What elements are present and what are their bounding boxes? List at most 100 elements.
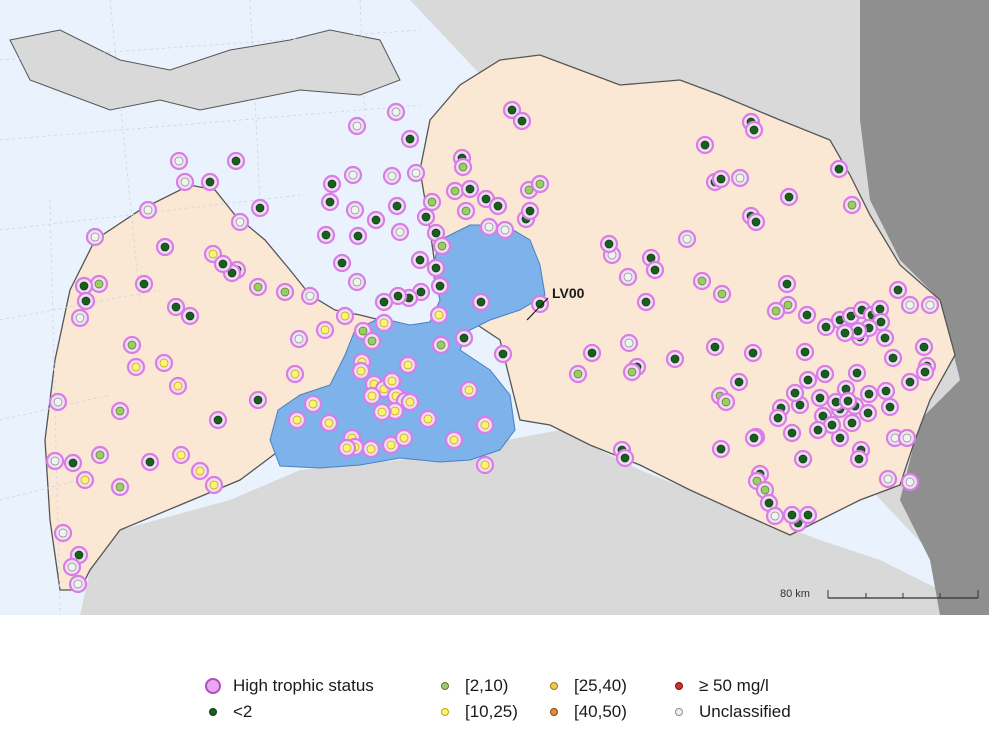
- station-dot: [67, 562, 77, 572]
- station-dot: [800, 347, 810, 357]
- legend-item-gte50: ≥ 50 mg/l: [671, 676, 769, 696]
- legend-item-25-40: [25,40): [546, 676, 627, 696]
- station-dot: [864, 389, 874, 399]
- station-dot: [646, 253, 656, 263]
- station-dot: [139, 279, 149, 289]
- station-dot: [180, 177, 190, 187]
- station-dot: [875, 304, 885, 314]
- station-dot: [764, 498, 774, 508]
- station-dot: [525, 206, 535, 216]
- station-dot: [876, 317, 886, 327]
- station-dot: [880, 333, 890, 343]
- station-dot: [387, 376, 397, 386]
- coastline-north: [9, 29, 401, 111]
- station-dot: [458, 162, 468, 172]
- station-dot: [353, 231, 363, 241]
- legend-symbol-high-trophic: [205, 678, 221, 694]
- station-dot: [308, 399, 318, 409]
- station-dot: [90, 232, 100, 242]
- station-dot: [366, 444, 376, 454]
- station-dot: [853, 326, 863, 336]
- station-dot: [820, 369, 830, 379]
- station-dot: [205, 177, 215, 187]
- station-dot: [174, 156, 184, 166]
- station-dot: [624, 338, 634, 348]
- station-dot: [771, 306, 781, 316]
- station-dot: [716, 174, 726, 184]
- station-dot: [464, 385, 474, 395]
- station-dot: [498, 349, 508, 359]
- station-dot: [480, 420, 490, 430]
- station-dot: [798, 454, 808, 464]
- legend-item-40-50: [40,50): [546, 702, 627, 722]
- station-dot: [81, 296, 91, 306]
- station-dot: [421, 212, 431, 222]
- station-dot: [735, 173, 745, 183]
- station-dot: [459, 333, 469, 343]
- station-dot: [80, 475, 90, 485]
- station-dot: [436, 340, 446, 350]
- station-dot: [815, 393, 825, 403]
- station-dot: [905, 377, 915, 387]
- station-dot: [79, 281, 89, 291]
- station-dot: [813, 425, 823, 435]
- legend-symbol-unclassified: [675, 708, 683, 716]
- station-dot: [58, 528, 68, 538]
- station-dot: [209, 480, 219, 490]
- station-dot: [305, 291, 315, 301]
- station-dot: [411, 168, 421, 178]
- station-dot: [841, 384, 851, 394]
- station-dot: [784, 192, 794, 202]
- station-dot: [846, 311, 856, 321]
- legend-label: ≥ 50 mg/l: [699, 676, 769, 695]
- station-dot: [231, 156, 241, 166]
- station-dot: [393, 291, 403, 301]
- station-dot: [395, 227, 405, 237]
- station-dot: [535, 179, 545, 189]
- station-dot: [480, 460, 490, 470]
- station-dot: [50, 456, 60, 466]
- station-dot: [399, 433, 409, 443]
- station-dot: [68, 458, 78, 468]
- station-dot: [905, 300, 915, 310]
- station-dot: [734, 377, 744, 387]
- station-dot: [434, 310, 444, 320]
- station-dot: [405, 397, 415, 407]
- station-dot: [803, 375, 813, 385]
- station-dot: [253, 395, 263, 405]
- station-dot: [716, 444, 726, 454]
- station-dot: [587, 348, 597, 358]
- legend-label: [2,10): [465, 676, 509, 695]
- station-dot: [392, 201, 402, 211]
- legend-item-unclassified: Unclassified: [671, 702, 791, 722]
- station-dot: [94, 279, 104, 289]
- station-dot: [325, 197, 335, 207]
- station-dot: [367, 391, 377, 401]
- station-dot: [405, 134, 415, 144]
- station-dot: [852, 368, 862, 378]
- station-dot: [350, 205, 360, 215]
- station-dot: [379, 297, 389, 307]
- station-dot: [327, 179, 337, 189]
- station-dot: [717, 289, 727, 299]
- station-dot: [449, 435, 459, 445]
- station-dot: [358, 326, 368, 336]
- legend-symbol-gte50: [675, 682, 683, 690]
- station-dot: [435, 281, 445, 291]
- station-dot: [431, 263, 441, 273]
- legend: High trophic status <2 [2,10) [10,25) [2…: [205, 676, 845, 724]
- legend-item-high-trophic: High trophic status: [205, 676, 374, 696]
- station-dot: [95, 450, 105, 460]
- station-dot: [387, 171, 397, 181]
- station-dot: [888, 353, 898, 363]
- station-dot: [710, 342, 720, 352]
- station-dot: [920, 367, 930, 377]
- station-dot: [377, 407, 387, 417]
- legend-item-10-25: [10,25): [437, 702, 518, 722]
- station-dot: [160, 242, 170, 252]
- legend-label: Unclassified: [699, 702, 791, 721]
- station-dot: [73, 579, 83, 589]
- station-dot: [650, 265, 660, 275]
- station-dot: [885, 402, 895, 412]
- station-dot: [840, 328, 850, 338]
